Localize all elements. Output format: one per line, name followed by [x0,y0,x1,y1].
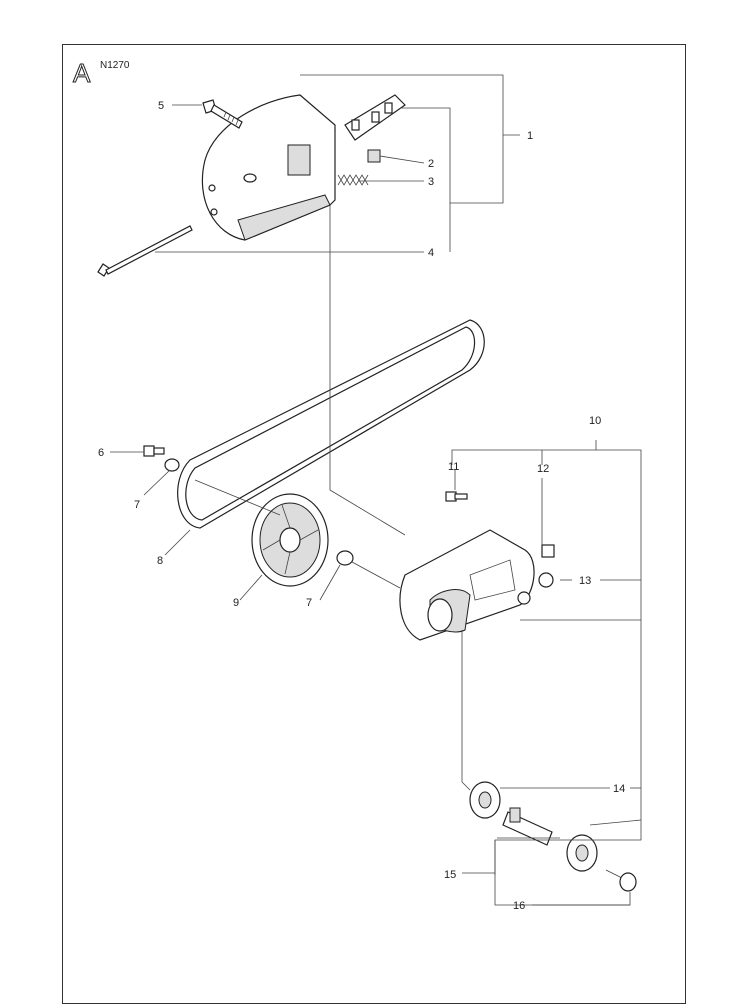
callout-8: 8 [157,555,163,567]
belt-cover [201,94,336,241]
gearbox-housing [399,529,535,641]
circlip-7a [164,458,180,472]
callout-13: 13 [579,575,591,587]
callout-11: 11 [448,461,459,473]
nut-12 [541,544,555,558]
drive-belt [177,319,485,529]
diagram-frame [62,44,686,1004]
bolt-13 [538,572,554,588]
callout-10: 10 [589,415,601,427]
callout-5: 5 [158,100,164,112]
callout-3: 3 [428,176,434,188]
leader-lines [110,74,642,906]
screw-11 [445,491,468,502]
callout-16: 16 [513,900,525,912]
long-bolt-4 [97,225,193,277]
model-label: N1270 [100,60,130,71]
callout-labels: 1 2 3 4 5 6 7 8 9 7 10 11 12 13 14 15 16 [98,100,625,912]
callout-7a: 7 [134,499,140,511]
bearing-15b [566,834,598,872]
callout-14: 14 [613,783,625,795]
callout-12: 12 [537,463,549,475]
square-nut [367,149,381,163]
callout-2: 2 [428,158,434,170]
fitting [517,591,531,605]
callout-15: 15 [444,869,456,881]
screw-6 [143,445,165,457]
circlip-7b [336,550,354,566]
bolt-16 [605,869,637,892]
shaft-15 [502,807,553,846]
callout-1: 1 [527,130,533,142]
screw-5 [202,99,243,129]
bearing-14 [469,781,501,819]
callout-4: 4 [428,247,434,259]
spring [337,174,369,186]
cover-bracket [344,94,406,141]
pulley-9 [251,493,329,587]
callout-9: 9 [233,597,239,609]
callout-7b: 7 [306,597,312,609]
callout-6: 6 [98,447,104,459]
section-letter: A [73,58,91,88]
